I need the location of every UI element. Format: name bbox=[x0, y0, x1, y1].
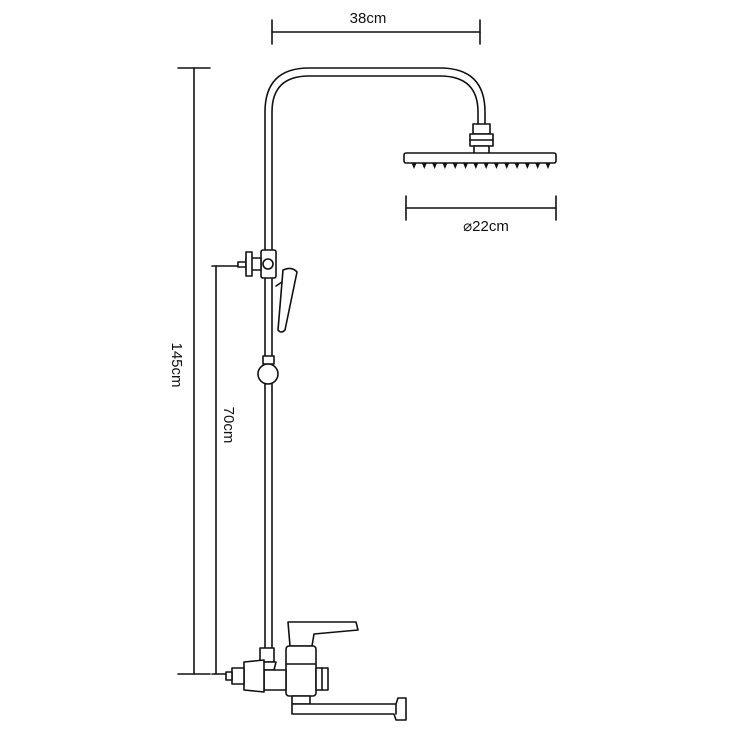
nozzle bbox=[535, 163, 541, 169]
shower-head-connector bbox=[469, 123, 494, 155]
nozzle bbox=[514, 163, 520, 169]
nozzle bbox=[432, 163, 438, 169]
overhead-arm bbox=[264, 67, 486, 251]
nozzle bbox=[493, 163, 499, 169]
nozzle bbox=[504, 163, 510, 169]
arm-width-dimension: 38cm bbox=[271, 10, 481, 45]
nozzle bbox=[524, 163, 530, 169]
nozzle bbox=[452, 163, 458, 169]
arm-width-label: 38cm bbox=[350, 10, 387, 27]
riser-pipe bbox=[264, 275, 273, 653]
slide-holder bbox=[257, 355, 279, 385]
mixer-valve bbox=[225, 621, 359, 705]
shower-nozzles bbox=[411, 163, 551, 169]
head-diameter-label: ⌀22cm bbox=[463, 218, 509, 235]
nozzle bbox=[545, 163, 551, 169]
nozzle bbox=[463, 163, 469, 169]
nozzle bbox=[411, 163, 417, 169]
mixer-height-label: 70cm bbox=[220, 407, 237, 444]
bath-spout bbox=[291, 697, 407, 721]
diverter-fitting bbox=[237, 249, 277, 279]
nozzle bbox=[442, 163, 448, 169]
nozzle bbox=[473, 163, 479, 169]
nozzle bbox=[421, 163, 427, 169]
total-height-label: 145cm bbox=[168, 342, 185, 387]
total-height-dimension: 145cm bbox=[168, 67, 211, 675]
mixer-height-dimension: 70cm bbox=[211, 265, 251, 675]
nozzle bbox=[483, 163, 489, 169]
head-diameter-dimension: ⌀22cm bbox=[405, 195, 557, 235]
hand-shower bbox=[275, 267, 298, 333]
rain-shower-head bbox=[403, 152, 557, 169]
